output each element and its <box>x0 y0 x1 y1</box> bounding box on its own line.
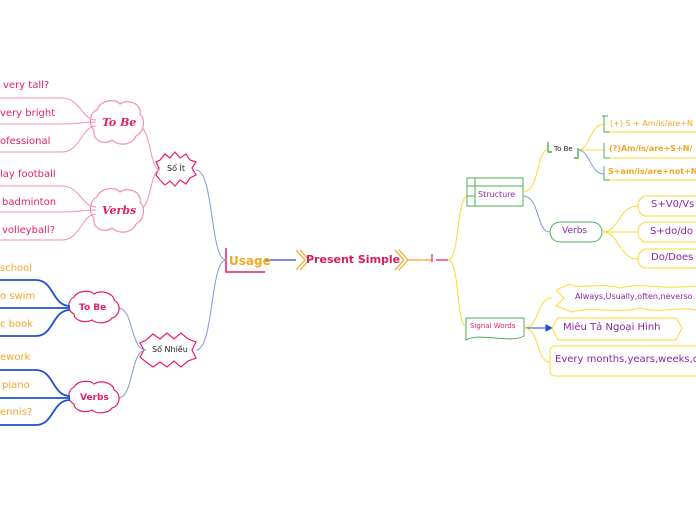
signal-words-box <box>465 317 525 341</box>
so-it-verbs-item-3[interactable]: volleyball? <box>2 225 56 236</box>
structure-verbs-item-1[interactable]: S+V0/Vs <box>651 199 695 210</box>
structure-verbs-label[interactable]: Verbs <box>562 226 588 236</box>
usage-topic[interactable]: Usage <box>229 254 271 268</box>
so-nhieu-to-be-item-3[interactable]: c book <box>0 319 34 330</box>
signal-words-topic[interactable]: Signal Words <box>470 322 516 330</box>
signal-words-item-3[interactable]: Every months,years,weeks,d <box>555 354 696 365</box>
so-nhieu-verbs-item-2[interactable]: piano <box>2 380 30 391</box>
signal-words-branches <box>523 297 554 363</box>
so-it-verbs-label[interactable]: Verbs <box>102 204 137 217</box>
usage-frame <box>225 248 265 273</box>
right-to-be-bracket <box>547 142 579 159</box>
so-it-verbs-item-2[interactable]: badminton <box>2 197 57 208</box>
so-nhieu-burst <box>139 332 197 368</box>
signal-words-item-2[interactable]: Miêu Tả Ngoại Hình <box>563 322 661 333</box>
so-it-topic[interactable]: Số Ít <box>167 164 186 173</box>
center-topic[interactable]: Present Simple <box>306 253 401 266</box>
so-nhieu-to-be-cloud <box>68 290 120 324</box>
center-connectors <box>265 249 448 271</box>
so-nhieu-topic[interactable]: Số Nhiều <box>152 345 188 354</box>
so-nhieu-to-be-item-2[interactable]: o swim <box>0 291 36 302</box>
so-nhieu-verbs-item-1[interactable]: ework <box>0 352 31 363</box>
structure-to-be-item-1[interactable]: (+) S + Am/is/are+N <box>610 119 694 128</box>
structure-to-be-item-2[interactable]: (?)Am/is/are+S+N/ <box>609 144 693 153</box>
so-nhieu-to-be-item-1[interactable]: school <box>0 263 33 274</box>
structure-to-be-label[interactable]: To Be <box>554 145 573 153</box>
right-branches <box>447 195 469 327</box>
structure-branches <box>522 149 551 233</box>
so-nhieu-verbs-cloud <box>68 380 120 414</box>
so-nhieu-leaf-lines <box>0 279 71 426</box>
so-nhieu-verbs-label[interactable]: Verbs <box>80 393 109 403</box>
so-it-burst <box>155 151 197 187</box>
so-it-to-be-item-2[interactable]: very bright <box>0 108 56 119</box>
structure-to-be-item-3[interactable]: S+am/is/are+not+N <box>608 167 696 176</box>
signal-words-shapes <box>549 283 696 377</box>
so-it-sub-branches <box>139 124 161 211</box>
structure-verbs-item-2[interactable]: S+do/do <box>650 226 694 237</box>
right-to-be-leaf-lines <box>577 115 696 181</box>
so-it-to-be-item-1[interactable]: very tall? <box>3 80 50 91</box>
structure-verbs-item-3[interactable]: Do/Does <box>651 252 694 263</box>
so-nhieu-sub-branches <box>117 307 147 399</box>
so-nhieu-verbs-item-3[interactable]: ennis? <box>0 407 33 418</box>
so-it-verbs-cloud <box>89 187 145 233</box>
so-it-to-be-cloud <box>89 100 145 145</box>
left-branches <box>195 169 227 351</box>
so-nhieu-to-be-label[interactable]: To Be <box>79 303 107 313</box>
so-it-to-be-label[interactable]: To Be <box>102 116 137 129</box>
so-it-to-be-item-3[interactable]: ofessional <box>0 136 51 147</box>
so-it-verbs-item-1[interactable]: lay football <box>0 169 56 180</box>
signal-words-item-1[interactable]: Always,Usually,often,neverso <box>575 292 693 301</box>
right-verbs-leaf-lines <box>601 195 696 269</box>
so-it-leaf-lines <box>0 97 97 241</box>
structure-topic[interactable]: Structure <box>478 190 516 199</box>
